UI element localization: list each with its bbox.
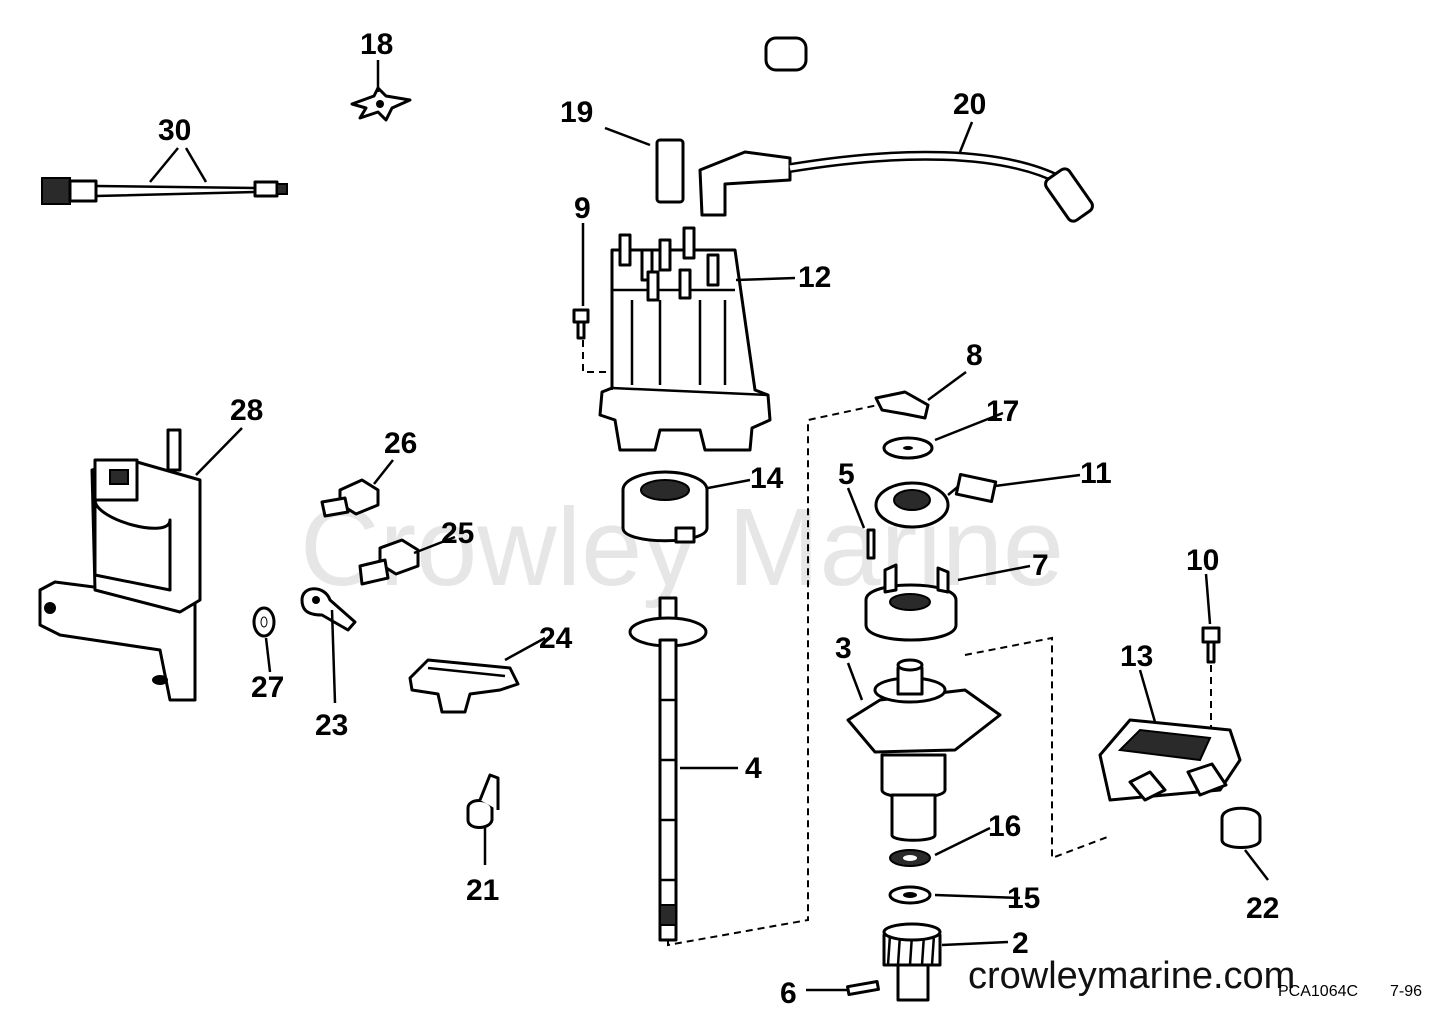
- part-14-rotor: [621, 470, 709, 544]
- callout-26: 26: [384, 427, 417, 460]
- part-11-pickup-coil: [874, 472, 998, 529]
- callout-20: 20: [953, 88, 986, 121]
- part-17-washer: [882, 436, 934, 460]
- part-15-washer: [888, 885, 932, 905]
- part-2-gear: [882, 922, 942, 1002]
- callout-27: 27: [251, 671, 284, 704]
- site-url: crowleymarine.com: [968, 955, 1295, 997]
- part-26-bolt: [320, 478, 380, 518]
- callout-6: 6: [780, 977, 797, 1010]
- callout-4: 4: [745, 752, 762, 785]
- callout-24: 24: [539, 622, 573, 655]
- part-27-washer: [252, 606, 276, 638]
- part-18-clip: [350, 86, 412, 122]
- callout-23: 23: [315, 709, 348, 742]
- callout-19: 19: [560, 96, 593, 129]
- leader-lines: [149, 60, 1269, 992]
- callout-18: 18: [360, 28, 393, 61]
- callout-30: 30: [158, 114, 191, 147]
- part-23-strap: [300, 587, 357, 632]
- part-19-plug-wire: [655, 36, 808, 204]
- callout-10: 10: [1186, 544, 1219, 577]
- callout-15: 15: [1007, 882, 1040, 915]
- callout-13: 13: [1120, 640, 1153, 673]
- part-22-grease: [1220, 806, 1262, 849]
- callout-7: 7: [1032, 549, 1049, 582]
- part-6-roll-pin: [846, 979, 880, 997]
- part-12-distributor-cap: [598, 226, 772, 452]
- part-16-washer: [889, 849, 931, 867]
- part-20-coil-wire: [698, 150, 1094, 223]
- callout-28: 28: [230, 394, 263, 427]
- callout-12: 12: [798, 261, 831, 294]
- callout-14: 14: [750, 462, 784, 495]
- callout-21: 21: [466, 874, 499, 907]
- callout-16: 16: [988, 810, 1021, 843]
- part-7-pole-piece: [864, 563, 958, 642]
- part-25-bolt: [358, 538, 420, 586]
- part-13-module: [1098, 718, 1242, 802]
- callout-22: 22: [1246, 892, 1279, 925]
- part-8-retainer: [874, 390, 930, 420]
- part-4-shaft: [628, 404, 879, 947]
- callout-11: 11: [1080, 457, 1112, 490]
- callout-2: 2: [1012, 927, 1029, 960]
- callout-labels: 2 3 4 5 6 7 8 9 10 11 12 13 14 15 16 17 …: [158, 28, 1279, 1010]
- callout-25: 25: [441, 517, 474, 550]
- part-3-housing: [846, 636, 1111, 860]
- callout-17: 17: [986, 395, 1019, 428]
- callout-3: 3: [835, 632, 852, 665]
- callout-8: 8: [966, 339, 983, 372]
- callout-5: 5: [838, 458, 855, 491]
- part-5-pin: [866, 528, 876, 560]
- part-21-bracket: [466, 773, 500, 829]
- figure-code: PCA1064C: [1278, 983, 1358, 1000]
- part-24-connector: [408, 658, 520, 714]
- part-30-harness: [41, 177, 288, 205]
- part-9-screw: [572, 308, 613, 392]
- part-28-ignition-coil: [38, 428, 202, 702]
- part-10-screw: [1201, 626, 1221, 735]
- callout-9: 9: [574, 192, 591, 225]
- figure-date: 7-96: [1390, 983, 1422, 1000]
